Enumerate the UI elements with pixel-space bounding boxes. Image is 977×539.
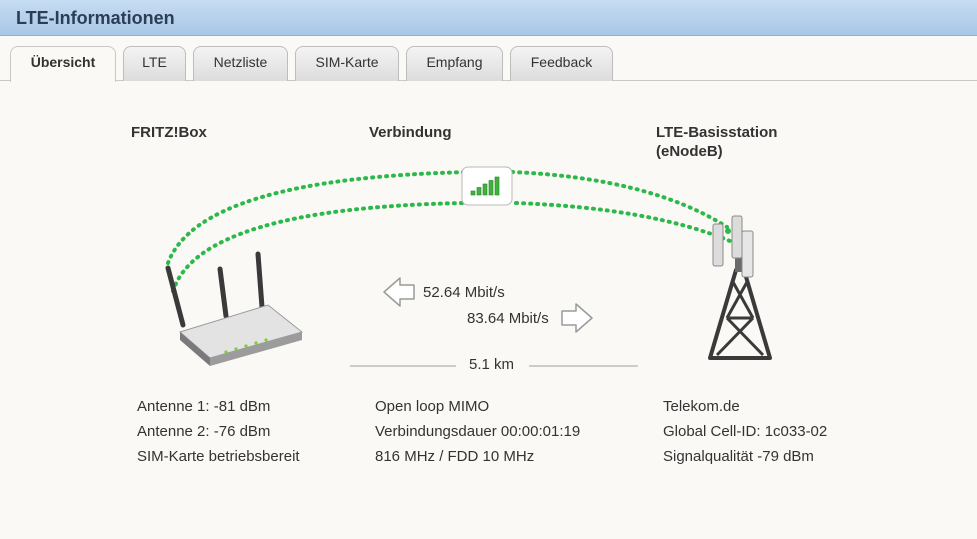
tab-feedback[interactable]: Feedback [510, 46, 613, 81]
antenna-1-value: Antenne 1: -81 dBm [137, 398, 271, 415]
signal-bar [470, 190, 476, 196]
link-arcs [166, 170, 732, 293]
tab-lte[interactable]: LTE [123, 46, 186, 81]
tab-uebersicht[interactable]: Übersicht [10, 46, 116, 82]
base-station-title: LTE-Basisstation (eNodeB) [656, 124, 778, 160]
tab-bar: Übersicht LTE Netzliste SIM-Karte Empfan… [0, 36, 977, 82]
tab-netzliste[interactable]: Netzliste [193, 46, 288, 81]
sim-status: SIM-Karte betriebsbereit [137, 448, 300, 465]
signal-strength-icon [461, 166, 513, 206]
upload-arrow-icon [561, 303, 593, 333]
signal-quality: Signalqualität -79 dBm [663, 448, 814, 465]
tab-sim-karte[interactable]: SIM-Karte [295, 46, 399, 81]
fritzbox-title: FRITZ!Box [131, 124, 207, 141]
router-icon [165, 251, 304, 366]
tab-empfang[interactable]: Empfang [406, 46, 503, 81]
distance-value: 5.1 km [469, 356, 515, 373]
cell-tower-icon [708, 215, 772, 360]
global-cell-id: Global Cell-ID: 1c033-02 [663, 423, 828, 440]
fritzbox-info: Antenne 1: -81 dBm Antenne 2: -76 dBm SI… [137, 394, 300, 469]
antenna-2-value: Antenne 2: -76 dBm [137, 423, 271, 440]
provider-name: Telekom.de [663, 398, 740, 415]
connection-info: Open loop MIMO Verbindungsdauer 00:00:01… [375, 394, 580, 469]
connection-title: Verbindung [369, 124, 452, 141]
download-speed: 52.64 Mbit/s [423, 284, 505, 301]
header-bar: LTE-Informationen [0, 0, 977, 36]
mimo-mode: Open loop MIMO [375, 398, 490, 415]
signal-bar [488, 180, 494, 196]
station-info: Telekom.de Global Cell-ID: 1c033-02 Sign… [663, 394, 827, 469]
signal-bar [482, 183, 488, 196]
signal-bar [476, 187, 482, 196]
upload-speed: 83.64 Mbit/s [467, 310, 549, 327]
page-title: LTE-Informationen [16, 8, 175, 28]
signal-bar [494, 176, 500, 196]
connection-duration: Verbindungsdauer 00:00:01:19 [375, 423, 581, 440]
download-arrow-icon [383, 277, 415, 307]
frequency-band: 816 MHz / FDD 10 MHz [375, 448, 535, 465]
